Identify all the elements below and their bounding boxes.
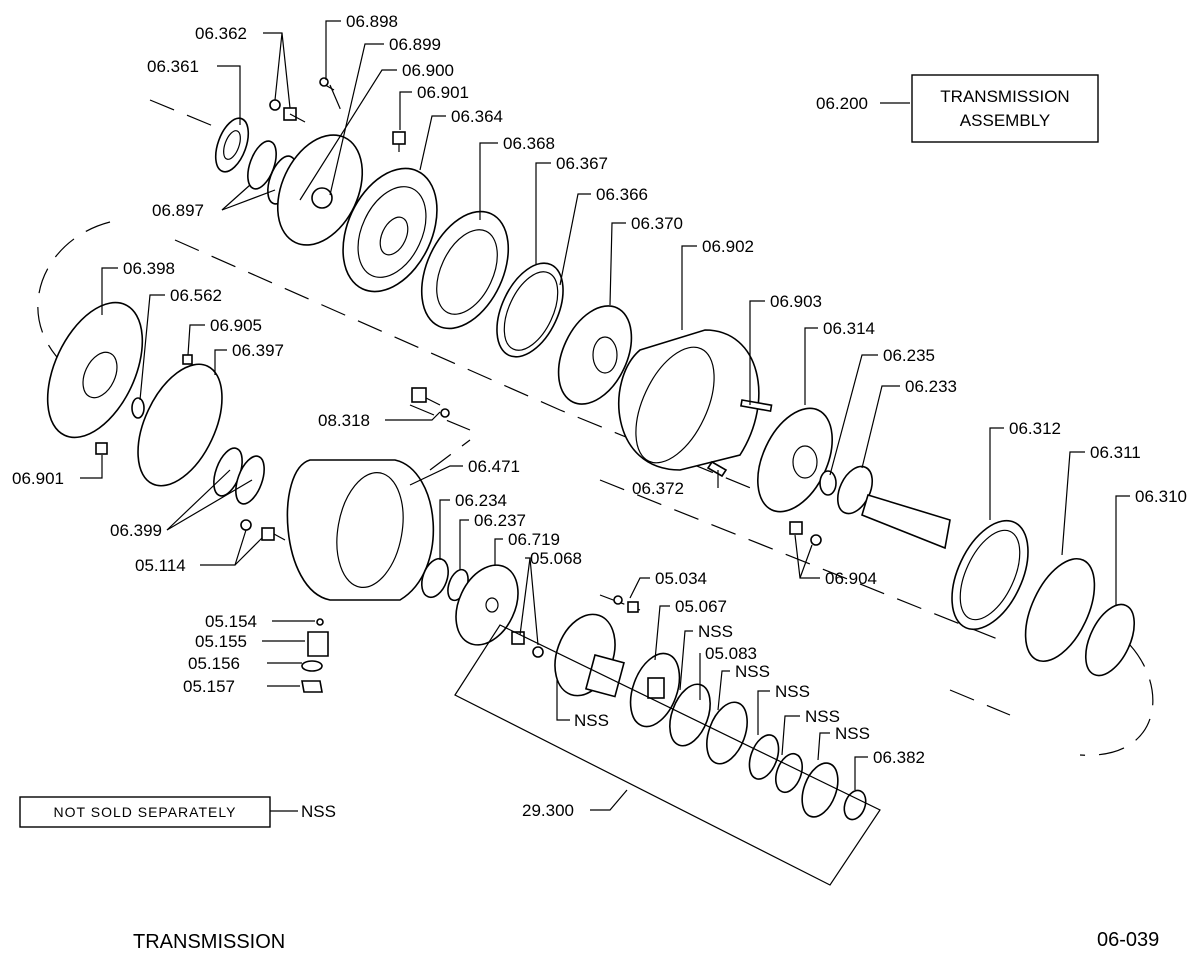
label-06-366: 06.366 xyxy=(596,185,648,204)
label-05-154: 05.154 xyxy=(205,612,257,631)
legend-code: NSS xyxy=(301,802,336,821)
label-06-897: 06.897 xyxy=(152,201,204,220)
label-06-901-left: 06.901 xyxy=(12,469,64,488)
label-nss-c: NSS xyxy=(775,682,810,701)
part-snapring-06310 xyxy=(1084,603,1136,677)
footer-title: TRANSMISSION xyxy=(133,931,285,953)
label-06-200: 06.200 xyxy=(816,94,868,113)
label-06-904: 06.904 xyxy=(825,569,877,588)
label-06-235: 06.235 xyxy=(883,346,935,365)
part-seal-06382 xyxy=(843,789,867,821)
part-ring-06312 xyxy=(951,519,1029,631)
part-seal-06361 xyxy=(214,117,250,173)
label-06-899: 06.899 xyxy=(389,35,441,54)
legend-not-sold-separately: NOT SOLD SEPARATELY NSS xyxy=(19,796,336,828)
label-06-370: 06.370 xyxy=(631,214,683,233)
label-06-233: 06.233 xyxy=(905,377,957,396)
label-06-900: 06.900 xyxy=(402,61,454,80)
label-29-300: 29.300 xyxy=(522,801,574,820)
label-06-314: 06.314 xyxy=(823,319,875,338)
part-shaft-06233 xyxy=(836,465,951,550)
part-piston-06364 xyxy=(342,167,438,293)
label-06-903: 06.903 xyxy=(770,292,822,311)
part-hub-nss xyxy=(554,613,625,698)
label-06-902: 06.902 xyxy=(702,237,754,256)
label-05-034: 05.034 xyxy=(655,569,707,588)
part-hub-06314 xyxy=(757,407,833,513)
legend-box-text: NOT SOLD SEPARATELY xyxy=(54,804,237,820)
part-fitting-06901-top xyxy=(392,131,406,152)
label-06-382: 06.382 xyxy=(873,748,925,767)
label-06-362: 06.362 xyxy=(195,24,247,43)
label-06-399: 06.399 xyxy=(110,521,162,540)
part-labels: 06.362 06.898 06.899 06.361 06.900 06.90… xyxy=(12,12,1187,820)
label-nss-b: NSS xyxy=(735,662,770,681)
part-cover-06398 xyxy=(46,301,144,439)
part-hub-06370 xyxy=(557,305,633,405)
label-05-068: 05.068 xyxy=(530,549,582,568)
part-fitting-06901-left xyxy=(95,442,108,455)
part-bearing-06234 xyxy=(421,557,449,599)
label-nss-e: NSS xyxy=(835,724,870,743)
part-gear-group-29300 xyxy=(629,652,839,818)
part-seal-06368 xyxy=(420,210,510,330)
assembly-box: TRANSMISSION ASSEMBLY xyxy=(911,74,1099,143)
footer-page-code: 06-039 xyxy=(1097,929,1159,951)
label-06-898: 06.898 xyxy=(346,12,398,31)
label-06-905: 06.905 xyxy=(210,316,262,335)
part-fitting-06905 xyxy=(182,354,193,365)
label-06-237: 06.237 xyxy=(474,511,526,530)
part-bolt-05114 xyxy=(240,519,286,541)
assembly-box-line2: ASSEMBLY xyxy=(960,111,1050,130)
part-screw-06898 xyxy=(319,77,335,91)
part-ring-06562 xyxy=(131,397,145,419)
assembly-box-line1: TRANSMISSION xyxy=(940,87,1069,106)
label-06-361: 06.361 xyxy=(147,57,199,76)
label-06-367: 06.367 xyxy=(556,154,608,173)
label-06-364: 06.364 xyxy=(451,107,503,126)
label-05-155: 05.155 xyxy=(195,632,247,651)
label-05-157: 05.157 xyxy=(183,677,235,696)
label-06-368: 06.368 xyxy=(503,134,555,153)
label-06-471: 06.471 xyxy=(468,457,520,476)
part-orings-06399 xyxy=(213,447,265,505)
label-05-067: 05.067 xyxy=(675,597,727,616)
label-06-311: 06.311 xyxy=(1090,443,1141,462)
label-05-083: 05.083 xyxy=(705,644,757,663)
part-plate-06719 xyxy=(455,564,519,646)
part-bolt-06362 xyxy=(269,99,306,123)
part-bigring-06397 xyxy=(137,363,223,487)
part-bolt-08318 xyxy=(411,387,450,418)
label-nss-d: NSS xyxy=(805,707,840,726)
part-ring-06311 xyxy=(1024,557,1096,663)
label-05-156: 05.156 xyxy=(188,654,240,673)
label-nss-hub: NSS xyxy=(574,711,609,730)
part-bushing-06235 xyxy=(819,470,837,496)
part-fitting-06372 xyxy=(706,460,728,478)
part-plate-06899 xyxy=(276,134,364,246)
part-fitting-06904 xyxy=(789,521,822,546)
label-06-719: 06.719 xyxy=(508,530,560,549)
label-08-318: 08.318 xyxy=(318,411,370,430)
label-06-398: 06.398 xyxy=(123,259,175,278)
label-06-312: 06.312 xyxy=(1009,419,1061,438)
label-05-114: 05.114 xyxy=(135,556,186,575)
label-nss-a: NSS xyxy=(698,622,733,641)
label-06-372: 06.372 xyxy=(632,479,684,498)
label-06-234: 06.234 xyxy=(455,491,507,510)
label-06-562: 06.562 xyxy=(170,286,222,305)
label-06-310: 06.310 xyxy=(1135,487,1187,506)
label-06-901-top: 06.901 xyxy=(417,83,469,102)
part-bolt-05034 xyxy=(613,595,639,613)
part-housing-06471 xyxy=(286,459,435,601)
label-06-397: 06.397 xyxy=(232,341,284,360)
part-ring-06367 xyxy=(496,262,564,358)
part-drum-06902 xyxy=(618,329,760,471)
part-valve-stack xyxy=(301,618,329,693)
leader-lines xyxy=(80,20,1130,886)
part-pin-06903 xyxy=(740,399,773,413)
